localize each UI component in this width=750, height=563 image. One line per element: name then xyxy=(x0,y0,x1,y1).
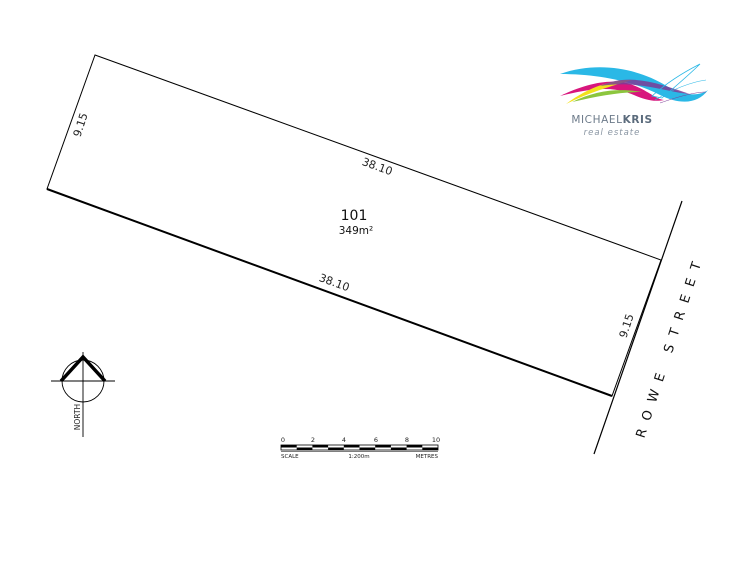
brand-name-first: MICHAEL xyxy=(571,114,622,126)
scale-tick-0: 0 xyxy=(281,436,285,444)
north-arrow: NORTH xyxy=(51,352,115,437)
scale-tick-4: 4 xyxy=(342,436,346,444)
lot-number: 101 xyxy=(341,208,368,224)
lot-area: 349m² xyxy=(339,225,373,237)
street-boundary xyxy=(593,200,683,455)
scale-tick-8: 8 xyxy=(405,436,409,444)
scale-tick-6: 6 xyxy=(374,436,378,444)
scale-tick-2: 2 xyxy=(311,436,315,444)
brand-swoosh-icon xyxy=(560,63,708,104)
brand-logo: MICHAELKRIS real estate xyxy=(560,63,708,138)
street-name: ROWE STREET xyxy=(634,252,708,440)
scale-bar: 0 2 4 6 8 10 SCALE 1:200m METRES xyxy=(280,436,440,460)
scale-ratio: 1:200m xyxy=(348,454,369,460)
dimension-top: 38.10 xyxy=(360,155,394,178)
svg-text:MICHAELKRIS: MICHAELKRIS xyxy=(571,114,652,126)
scale-label: SCALE xyxy=(281,454,299,460)
brand-name-second: KRIS xyxy=(623,114,653,126)
brand-tagline: real estate xyxy=(584,128,641,138)
scale-units: METRES xyxy=(416,454,439,460)
north-label: NORTH xyxy=(73,404,82,430)
lot-boundary-bottom xyxy=(46,188,613,397)
scale-tick-10: 10 xyxy=(432,436,440,444)
